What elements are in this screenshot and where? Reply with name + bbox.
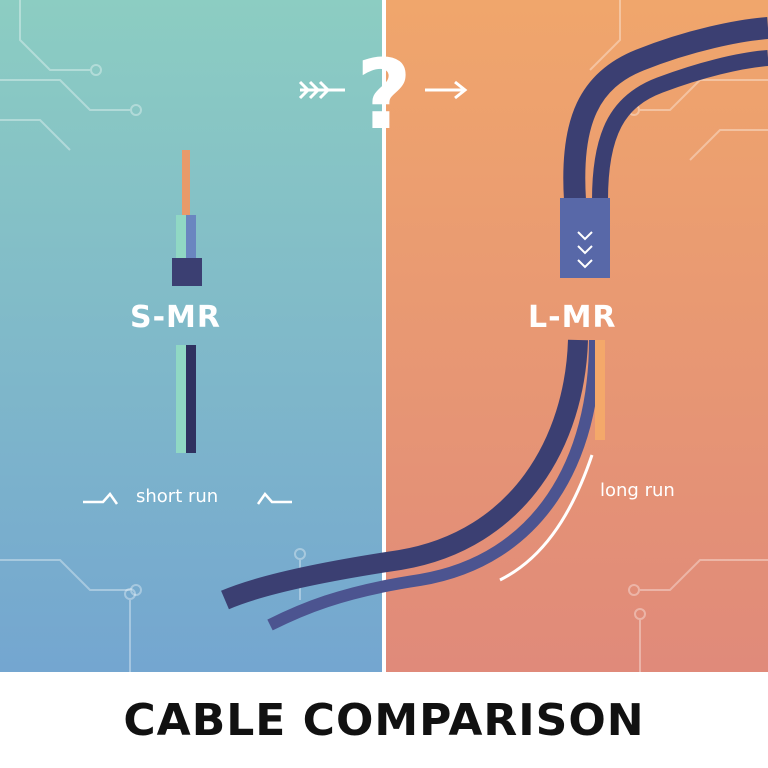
question-mark: ? <box>356 39 412 151</box>
s-mr-label: S-MR <box>130 300 222 335</box>
short-run-caption: short run <box>136 486 219 507</box>
left-panel <box>0 0 382 672</box>
arrows <box>298 80 468 100</box>
short-run-markers <box>83 491 292 505</box>
circuit-traces <box>0 0 768 672</box>
page-title: CABLE COMPARISON <box>123 694 645 746</box>
long-run-caption: long run <box>600 480 675 501</box>
l-mr-label: L-MR <box>528 300 617 335</box>
short-cable <box>172 150 202 453</box>
comparison-illustration: ? <box>0 0 768 672</box>
divider <box>382 0 386 672</box>
long-cable <box>221 17 768 631</box>
